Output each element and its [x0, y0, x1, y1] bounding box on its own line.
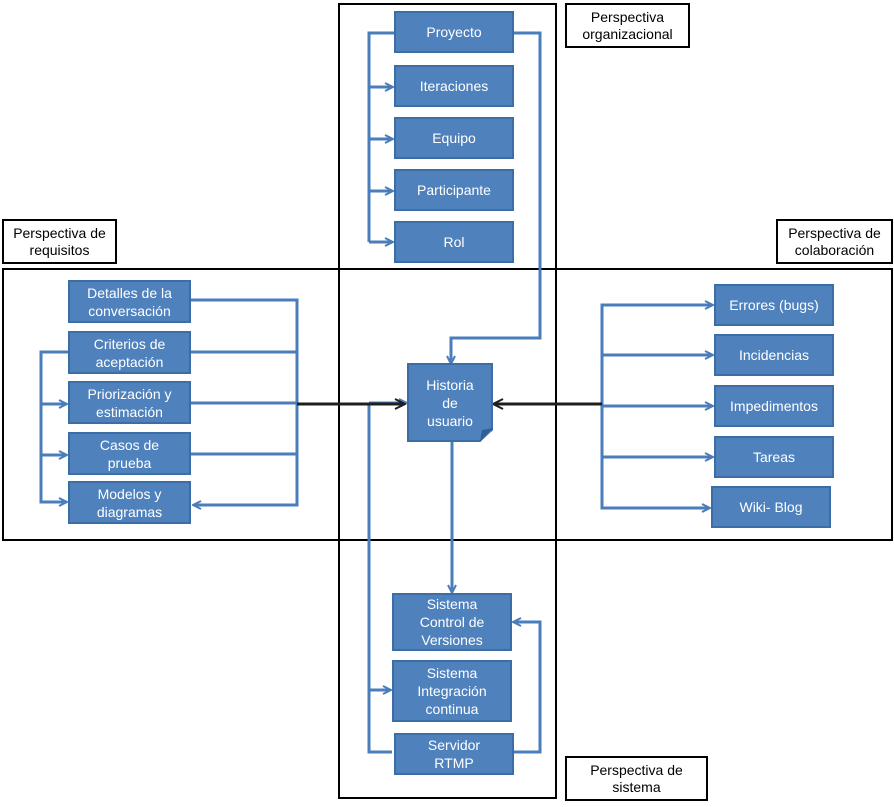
- org-box-rol: Rol: [394, 221, 514, 263]
- req-box-test-cases: Casos de prueba: [68, 432, 191, 475]
- col-box-incidents: Incidencias: [714, 334, 834, 376]
- req-box-models: Modelos y diagramas: [68, 481, 191, 524]
- col-box-tasks: Tareas: [714, 436, 834, 478]
- col-box-bugs: Errores (bugs): [714, 284, 834, 326]
- req-box-conversation: Detalles de la conversación: [68, 280, 191, 323]
- sys-box-rtmp-server: Servidor RTMP: [394, 733, 514, 775]
- req-box-acceptance: Criterios de aceptación: [68, 331, 191, 374]
- user-story-box: Historia de usuario: [407, 363, 493, 442]
- col-box-impediments: Impedimentos: [714, 385, 834, 427]
- label-organizational: Perspectiva organizacional: [565, 3, 690, 48]
- org-box-equipo: Equipo: [394, 117, 514, 159]
- col-box-wiki-blog: Wiki- Blog: [711, 486, 831, 528]
- label-collaboration: Perspectiva de colaboración: [776, 219, 893, 264]
- label-system: Perspectiva de sistema: [565, 756, 708, 801]
- org-box-participante: Participante: [394, 169, 514, 211]
- req-box-prioritization: Priorización y estimación: [68, 381, 191, 424]
- sys-box-version-control: Sistema Control de Versiones: [392, 593, 512, 651]
- sys-box-continuous-integration: Sistema Integración continua: [392, 660, 512, 722]
- org-box-iteraciones: Iteraciones: [394, 65, 514, 107]
- org-box-proyecto: Proyecto: [394, 11, 514, 53]
- label-requirements: Perspectiva de requisitos: [2, 219, 117, 264]
- requirements-collaboration-frame: [2, 268, 893, 541]
- organizational-frame: [338, 3, 557, 799]
